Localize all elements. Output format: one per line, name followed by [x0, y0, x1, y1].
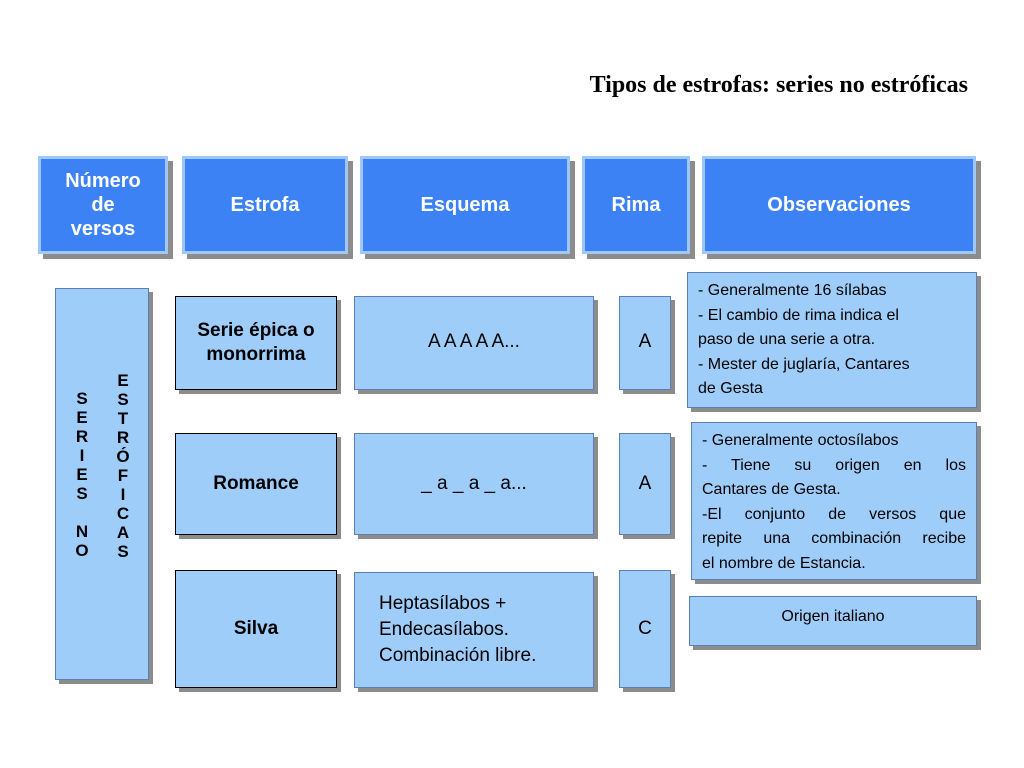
row3-rima-text: C	[638, 618, 652, 639]
header-numero-de-versos: Número de versos	[38, 156, 168, 254]
row1-estrofa-line1: Serie épica o	[197, 320, 315, 341]
row1-estrofa-line2: monorrima	[206, 344, 306, 365]
header-numero-line3: versos	[70, 218, 136, 240]
side-label-estroficas: E S T R Ó F I C A S	[116, 371, 130, 561]
row1-obs-line: paso de una serie a otra.	[698, 331, 876, 348]
header-rima-label: Rima	[611, 194, 661, 216]
header-estrofa-label: Estrofa	[230, 194, 300, 216]
header-rima: Rima	[582, 156, 690, 254]
side-label-series-no: S E R I E S N O	[75, 389, 89, 560]
row1-rima: A	[619, 296, 671, 390]
row1-obs-line: - Generalmente 16 sílabas	[698, 282, 887, 299]
row2-obs-line: repite una combinación recibe	[702, 530, 966, 547]
row2-estrofa: Romance	[175, 433, 337, 535]
row1-obs-line: de Gesta	[698, 380, 763, 397]
header-numero-line2: de	[91, 194, 115, 216]
header-observaciones: Observaciones	[702, 156, 976, 254]
row2-esquema-text: _ a _ a _ a...	[421, 473, 527, 494]
header-esquema-label: Esquema	[420, 194, 510, 216]
row1-obs-line: - El cambio de rima indica el	[698, 306, 899, 324]
row1-observaciones: - Generalmente 16 sílabas - El cambio de…	[687, 272, 977, 408]
row2-rima: A	[619, 433, 671, 535]
row3-esquema: Heptasílabos + Endecasílabos. Combinació…	[354, 572, 594, 688]
row3-estrofa-text: Silva	[233, 618, 279, 639]
row3-observaciones: Origen italiano	[689, 596, 977, 646]
row1-rima-text: A	[638, 331, 652, 352]
header-estrofa: Estrofa	[182, 156, 348, 254]
row2-observaciones: - Generalmente octosílabos - Tiene su or…	[691, 422, 977, 580]
row3-estrofa: Silva	[175, 570, 337, 688]
row2-esquema: _ a _ a _ a...	[354, 433, 594, 535]
row3-esquema-line3: Combinación libre.	[379, 645, 537, 666]
row2-obs-line: Cantares de Gesta.	[702, 481, 841, 498]
header-esquema: Esquema	[360, 156, 570, 254]
row1-obs-line: - Mester de juglaría, Cantares	[698, 355, 910, 373]
row2-obs-line: - Tiene su origen en los	[702, 456, 966, 474]
header-numero-line1: Número	[65, 170, 141, 192]
header-observaciones-label: Observaciones	[767, 194, 911, 216]
row2-estrofa-text: Romance	[213, 473, 299, 494]
page-title: Tipos de estrofas: series no estróficas	[589, 72, 968, 98]
row3-esquema-line1: Heptasílabos +	[379, 593, 507, 614]
row3-rima: C	[619, 570, 671, 688]
row1-esquema-text: A A A A A...	[428, 331, 520, 352]
row2-rima-text: A	[638, 473, 652, 494]
row3-obs-line: Origen italiano	[781, 608, 885, 625]
row1-estrofa: Serie épica o monorrima	[175, 296, 337, 390]
row1-esquema: A A A A A...	[354, 296, 594, 390]
side-label-box: S E R I E S N O E S T R Ó F I C A S	[55, 288, 149, 680]
row2-obs-line: el nombre de Estancia.	[702, 554, 866, 572]
row3-esquema-line2: Endecasílabos.	[379, 619, 509, 640]
row2-obs-line: - Generalmente octosílabos	[702, 432, 899, 449]
row2-obs-line: -El conjunto de versos que	[702, 505, 966, 523]
